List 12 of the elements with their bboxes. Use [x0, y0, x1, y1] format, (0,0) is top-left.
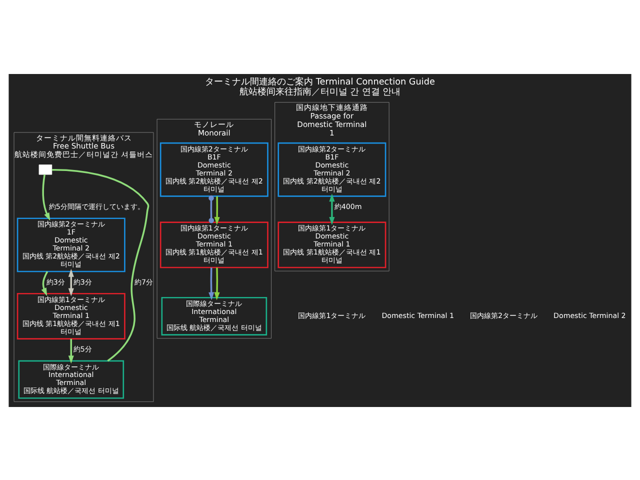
connector [208, 194, 214, 223]
arrow [329, 193, 335, 224]
arrow [42, 174, 50, 220]
arrow [214, 196, 220, 224]
arrow [68, 338, 74, 364]
arrow [208, 267, 214, 300]
arrow [41, 270, 48, 296]
diagram-title: ターミナル間連絡のご案内 Terminal Connection Guide 航站楼间来往指南／터미널 간 연결 안내 [205, 77, 435, 97]
connector [52, 168, 150, 362]
node-box [38, 164, 52, 174]
arrow [214, 267, 220, 300]
arrow [68, 268, 74, 296]
